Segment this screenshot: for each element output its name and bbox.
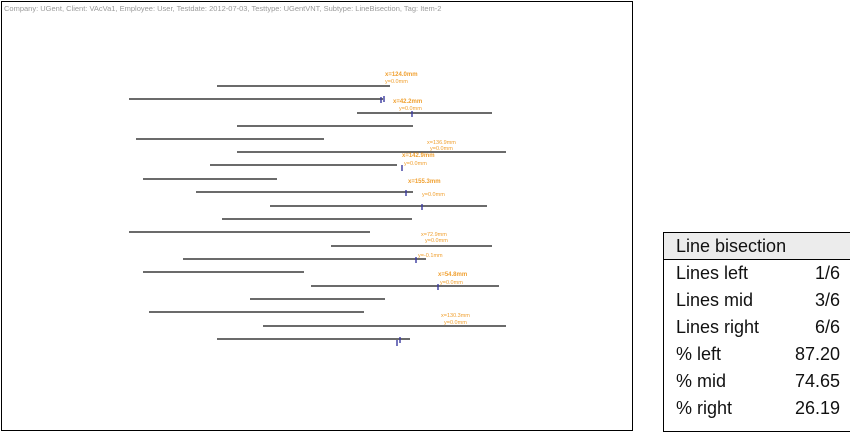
mark-annotation: y=0.0mm: [425, 238, 448, 244]
results-value: 3/6: [814, 290, 840, 310]
mark-annotation: y=0.0mm: [440, 280, 463, 286]
mark-annotation: y=0.0mm: [385, 79, 408, 85]
mark-annotation: y=-0.1mm: [418, 253, 443, 259]
results-panel: Line bisection Lines left 1/6 Lines mid …: [663, 232, 850, 432]
mark-annotation: y=0.0mm: [444, 320, 467, 326]
mark-annotation: y=0.0mm: [404, 161, 427, 167]
results-label: Lines mid: [676, 290, 754, 310]
results-value: 74.65: [794, 371, 840, 391]
results-row-percent-mid: % mid 74.65: [664, 368, 850, 395]
mark-annotation: y=0.0mm: [399, 106, 422, 112]
results-row-lines-right: Lines right 6/6: [664, 314, 850, 341]
mark-annotation: y=0.0mm: [430, 146, 453, 152]
mark-annotations: x=124.0mmy=0.0mmx=42.2mmy=0.0mmx=136.9mm…: [385, 72, 470, 326]
test-info-header: Company: UGent, Client: VAcVa1, Employee…: [4, 4, 442, 13]
mark-annotation: x=42.2mm: [393, 99, 422, 105]
results-value: 26.19: [794, 398, 840, 418]
results-row-percent-right: % right 26.19: [664, 395, 850, 422]
mark-annotation: x=136.9mm: [427, 140, 456, 146]
results-row-lines-mid: Lines mid 3/6: [664, 287, 850, 314]
results-row-lines-left: Lines left 1/6: [664, 260, 850, 287]
mark-annotation: x=124.0mm: [385, 72, 418, 78]
results-value: 6/6: [814, 317, 840, 337]
mark-annotation: x=72.9mm: [421, 232, 447, 238]
results-label: Lines left: [676, 263, 749, 283]
mark-annotation: x=142.9mm: [402, 153, 435, 159]
results-value: 87.20: [794, 344, 840, 364]
line-bisection-drawing: x=124.0mmy=0.0mmx=42.2mmy=0.0mmx=136.9mm…: [129, 72, 506, 346]
mark-annotation: x=54.8mm: [438, 272, 467, 278]
mark-annotation: x=130.3mm: [441, 313, 470, 319]
bisection-marks: [380, 96, 439, 346]
stimulus-lines: [129, 85, 506, 340]
results-label: % left: [676, 344, 722, 364]
results-label: Lines right: [676, 317, 760, 337]
results-row-percent-left: % left 87.20: [664, 341, 850, 368]
results-label: % mid: [676, 371, 727, 391]
mark-annotation: x=155.3mm: [408, 179, 441, 185]
results-label: % right: [676, 398, 733, 418]
mark-annotation: y=0.0mm: [422, 192, 445, 198]
results-value: 1/6: [814, 263, 840, 283]
test-canvas: Company: UGent, Client: VAcVa1, Employee…: [1, 1, 633, 431]
results-title: Line bisection: [664, 233, 850, 260]
